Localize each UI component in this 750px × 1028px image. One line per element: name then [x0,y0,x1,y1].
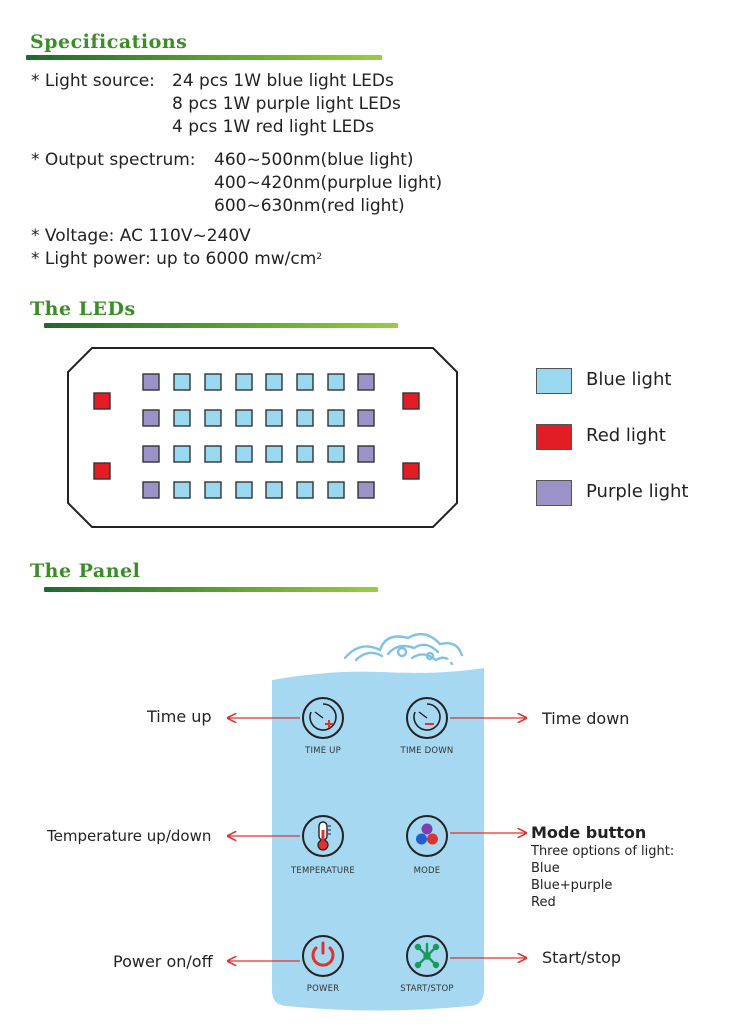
red-led [402,392,420,410]
temperature-button-label: TEMPERATURE [291,866,355,876]
time-down-callout: Time down [542,709,630,728]
fan-icon [414,942,440,969]
mode-option-blue: Blue [531,861,560,876]
blue-led [327,445,345,463]
red-led [93,392,111,410]
purple-led [357,409,375,427]
purple-led [142,373,160,391]
mode-callout-description: Three options of light: [531,844,675,859]
light-source-line-1: 24 pcs 1W blue light LEDs [172,71,394,91]
mode-option-red: Red [531,895,556,910]
blue-led [296,373,314,391]
legend-red-swatch [536,424,572,450]
plus-icon [325,720,333,728]
blue-led [265,445,283,463]
time-down-button-label: TIME DOWN [400,746,454,756]
blue-led [235,409,253,427]
legend-purple-swatch [536,480,572,506]
led-grid [93,373,420,499]
blue-led [235,373,253,391]
purple-led [142,409,160,427]
red-led [402,462,420,480]
purple-led [142,481,160,499]
power-button[interactable] [302,935,344,977]
output-spectrum-label: * Output spectrum: [31,150,196,170]
blue-led [327,481,345,499]
cloud-wave [329,652,479,672]
power-callout: Power on/off [113,952,213,971]
blue-led [173,445,191,463]
leds-underline [44,323,398,328]
panel-heading: The Panel [30,560,141,582]
power-button-label: POWER [306,984,340,994]
time-up-button-label: TIME UP [305,746,341,756]
mode-option-blue-purple: Blue+purple [531,878,613,893]
rgb-circles-icon [416,823,438,845]
blue-led [296,481,314,499]
blue-led [327,373,345,391]
blue-led [204,481,222,499]
specifications-underline [26,55,382,60]
purple-led [357,445,375,463]
legend-red-label: Red light [586,425,666,446]
light-power-superscript: 2 [316,252,323,262]
blue-led [173,481,191,499]
start-stop-button-label: START/STOP [400,984,454,994]
light-source-label: * Light source: [31,71,155,91]
start-stop-callout: Start/stop [542,948,622,967]
spectrum-line-3: 600~630nm(red light) [214,196,405,216]
red-led [93,462,111,480]
thermometer-icon [317,821,331,851]
voltage-spec: * Voltage: AC 110V~240V [31,226,251,246]
blue-led [235,481,253,499]
blue-led [296,445,314,463]
blue-led [265,409,283,427]
mode-button[interactable] [406,815,448,857]
blue-led [204,373,222,391]
light-power-spec: * Light power: up to 6000 mw/cm2 [31,248,322,270]
blue-led [204,445,222,463]
cloud-decoration [343,632,464,666]
temperature-button[interactable] [302,815,344,857]
light-source-line-3: 4 pcs 1W red light LEDs [172,117,375,137]
panel-underline [44,587,378,592]
specifications-heading: Specifications [30,31,188,53]
mode-callout-title: Mode button [531,823,647,842]
light-power-text: * Light power: up to 6000 mw/cm [31,249,317,269]
leds-heading: The LEDs [30,298,136,320]
light-source-line-2: 8 pcs 1W purple light LEDs [172,94,401,114]
blue-led [204,409,222,427]
blue-led [265,373,283,391]
blue-led [296,409,314,427]
spectrum-line-1: 460~500nm(blue light) [214,150,414,170]
blue-led [173,373,191,391]
purple-led [357,481,375,499]
legend-purple-label: Purple light [586,481,689,502]
purple-led [142,445,160,463]
blue-led [235,445,253,463]
mode-button-label: MODE [413,866,441,876]
time-down-button[interactable] [406,697,448,739]
clock-icon [413,703,441,731]
spectrum-line-2: 400~420nm(purplue light) [214,173,443,193]
start-stop-button[interactable] [406,935,448,977]
legend-blue-label: Blue light [586,369,672,390]
legend-blue-swatch [536,368,572,394]
blue-led [327,409,345,427]
blue-led [173,409,191,427]
temperature-callout: Temperature up/down [47,827,212,845]
purple-led [357,373,375,391]
clock-icon [309,703,337,731]
blue-led [265,481,283,499]
time-up-button[interactable] [302,697,344,739]
power-icon [311,941,335,967]
time-up-callout: Time up [147,707,212,726]
control-panel-body [272,668,484,1011]
